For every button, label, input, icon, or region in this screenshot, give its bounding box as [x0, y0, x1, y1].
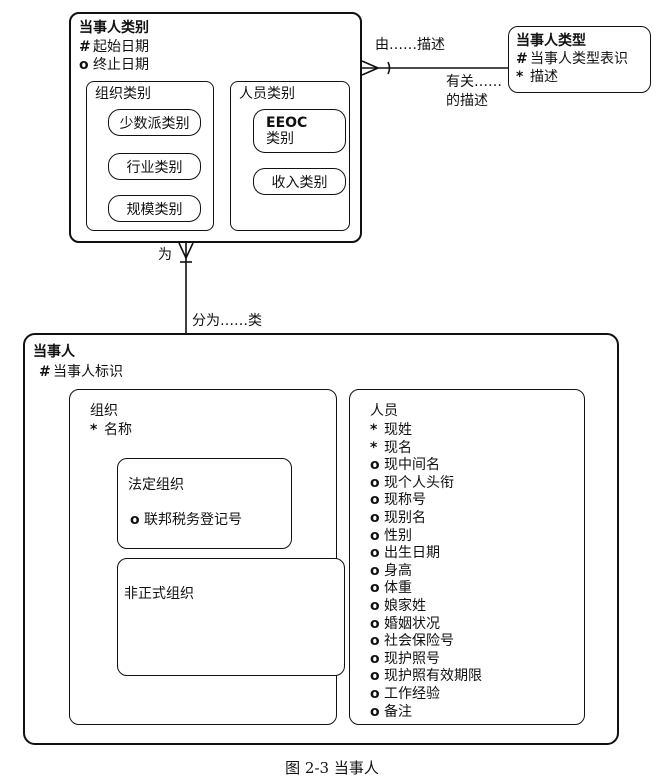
org-category-title: 组织类别 [95, 86, 151, 102]
person-attr-row: *现姓 [370, 422, 412, 438]
legal-organization-title: 法定组织 [128, 477, 184, 493]
org-category-minority: 少数派类别 [108, 109, 201, 136]
person-category-eeoc: EEOC 类别 [253, 109, 346, 153]
informal-organization-title: 非正式组织 [124, 586, 194, 602]
party-title: 当事人 [33, 344, 75, 360]
crowfoot-upper [361, 60, 379, 69]
person-category-title: 人员类别 [239, 86, 295, 102]
person-category-entity: 人员类别 EEOC 类别 收入类别 [230, 81, 350, 231]
rel-described-by: 由……描述 [375, 37, 445, 53]
optional-tick [387, 61, 391, 75]
party-category-title: 当事人类别 [79, 20, 149, 36]
rel-for: 为 [158, 247, 172, 263]
org-category-industry: 行业类别 [108, 153, 201, 180]
informal-organization-entity: 非正式组织 [117, 558, 345, 676]
person-title: 人员 [370, 403, 398, 419]
org-category-entity: 组织类别 少数派类别 行业类别 规模类别 [86, 81, 214, 231]
person-category-income: 收入类别 [253, 168, 346, 195]
rel-classified: 分为……类 [192, 313, 262, 329]
party-type-entity: 当事人类型 #当事人类型表识 *描述 [508, 26, 651, 93]
organization-title: 组织 [90, 403, 118, 419]
party-type-attr-desc: *描述 [516, 69, 558, 85]
party-category-attr-start: #起始日期 [79, 39, 149, 55]
crowfoot-left [178, 242, 187, 259]
party-attr-id: #当事人标识 [39, 364, 123, 380]
person-attr-row: *现名 [370, 439, 412, 456]
party-type-title: 当事人类型 [516, 33, 586, 49]
org-category-size: 规模类别 [108, 195, 201, 222]
figure-caption: 图 2-3 当事人 [285, 759, 379, 777]
rel-describes-2: 的描述 [446, 93, 488, 109]
organization-attr-name: *名称 [90, 422, 132, 438]
rel-describes-1: 有关…… [446, 74, 502, 90]
crowfoot-right [185, 242, 194, 259]
crowfoot-lower [361, 67, 379, 76]
party-type-attr-id: #当事人类型表识 [516, 51, 628, 67]
